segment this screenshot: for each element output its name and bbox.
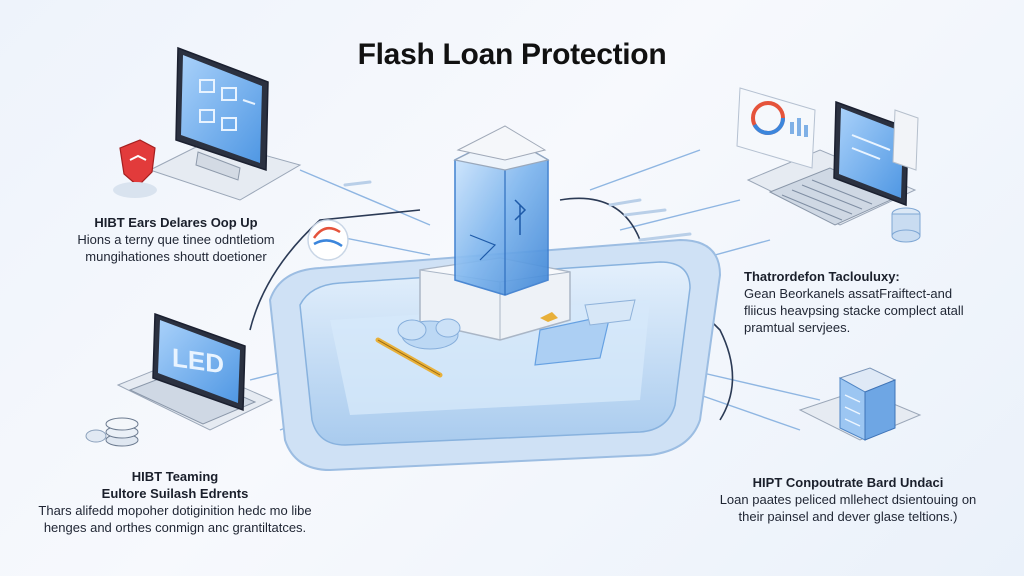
caption-heading: HIBT Ears Delares Oop Up — [94, 215, 258, 230]
caption-subheading: Eultore Suilash Edrents — [101, 486, 249, 501]
caption-line: mungihationes shoutt doetioner — [85, 249, 267, 264]
connector-line — [699, 394, 801, 431]
caption-heading: HIPT Conpoutrate Bard Undaci — [752, 475, 944, 490]
connector-curve — [689, 299, 734, 421]
bottom-left-monitor: LED — [116, 312, 274, 431]
database-icon — [891, 207, 921, 243]
caption-line: pramtual servjees. — [744, 320, 851, 335]
dash-mark — [638, 232, 692, 242]
shield-icon — [113, 139, 157, 198]
dash-mark — [343, 180, 372, 187]
caption-top-left: HIBT Ears Delares Oop Up Hions a terny q… — [46, 214, 306, 265]
caption-bottom-right: HIPT Conpoutrate Bard Undaci Loan paates… — [698, 474, 998, 525]
connector-line — [689, 369, 821, 401]
sync-icon — [307, 219, 349, 261]
page-title: Flash Loan Protection — [357, 38, 667, 71]
top-right-laptop — [746, 100, 919, 226]
dash-mark — [608, 198, 642, 207]
caption-line: Loan paates peliced mllehect dsientouing… — [719, 492, 977, 507]
connector-line — [589, 149, 701, 191]
glass-tower — [453, 125, 550, 296]
caption-heading: HIBT Teaming — [131, 469, 219, 484]
top-left-monitor — [148, 46, 302, 201]
monitor-label: LED — [172, 342, 224, 379]
caption-heading: Thatrordefon Taclouluxy: — [744, 269, 900, 284]
connector-curve — [559, 197, 641, 241]
caption-line: Thars alifedd mopoher dotiginition hedc … — [38, 503, 312, 518]
caption-top-right: Thatrordefon Taclouluxy: Gean Beorkanels… — [744, 268, 1014, 336]
gold-marker — [540, 312, 558, 322]
connector-line — [299, 169, 431, 226]
caption-line: Hions a terny que tinee odntletiom — [77, 232, 275, 247]
dash-mark — [623, 208, 667, 217]
coin-stack-icon — [85, 417, 139, 447]
gold-pen — [375, 337, 443, 378]
chart-icon — [736, 87, 816, 169]
caption-bottom-left: HIBT Teaming Eultore Suilash Edrents Tha… — [20, 468, 330, 536]
caption-line: Gean Beorkanels assatFraiftect-and — [744, 286, 953, 301]
cloud-icon — [397, 318, 461, 350]
caption-line: henges and orthes conmign anc grantiltat… — [43, 520, 307, 535]
connector-line — [619, 199, 741, 231]
caption-line: fliicus heavpsing stacke complect atall — [744, 303, 964, 318]
caption-line: their painsel and dever glase teltions.) — [738, 509, 958, 524]
server-icon — [798, 367, 922, 441]
glass-card — [534, 299, 636, 366]
